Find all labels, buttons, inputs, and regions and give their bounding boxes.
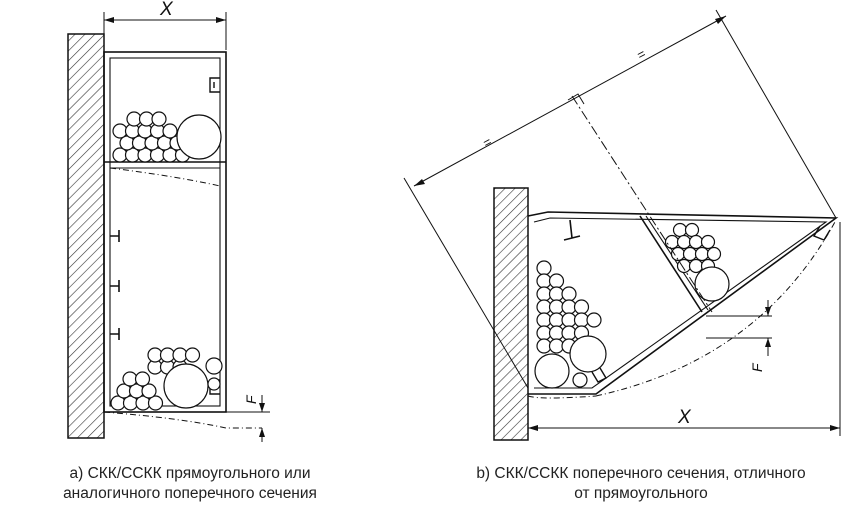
cable-circle xyxy=(176,114,222,160)
dimension-x-label-b: X xyxy=(677,407,692,428)
shelf-deflection-curve xyxy=(109,167,221,187)
clip-a-upper xyxy=(209,77,220,93)
dimension-x-a: X xyxy=(103,0,227,50)
cable-circle xyxy=(694,266,730,302)
cable-circle xyxy=(163,363,209,409)
cable-circle xyxy=(205,357,223,375)
cable-circle xyxy=(147,347,163,363)
cable-circle xyxy=(534,353,570,389)
cable-bundle-a-lower xyxy=(110,347,223,411)
cable-circle xyxy=(700,234,716,250)
cable-circle xyxy=(664,234,680,250)
cable-circle xyxy=(684,222,700,238)
cable-circle xyxy=(159,347,176,363)
dimension-x-label-a: X xyxy=(159,0,174,20)
caption-a-line2: аналогичного поперечного сечения xyxy=(63,485,317,502)
wall-b xyxy=(493,187,529,441)
equal-mark-1: = xyxy=(480,134,494,151)
caption-b-line1: b) СКК/ССКК поперечного сечения, отлично… xyxy=(476,465,806,482)
cable-circle xyxy=(172,347,188,363)
dimension-f-label-a: F xyxy=(243,394,259,404)
cable-circle xyxy=(573,299,590,315)
cable-circle xyxy=(207,377,221,391)
cable-circle xyxy=(162,123,178,139)
cable-circle xyxy=(676,258,692,274)
panel-b-nonrectangular-section: F X = = xyxy=(403,9,841,441)
cable-circle xyxy=(586,312,602,328)
cable-circle xyxy=(688,258,704,274)
cable-circle xyxy=(151,111,167,127)
cable-circle xyxy=(134,371,151,387)
cable-circle xyxy=(138,111,155,127)
cable-circle xyxy=(184,347,201,363)
inclined-dimension-b xyxy=(403,9,837,389)
panel-a-rectangular-section: X xyxy=(67,0,270,442)
cable-circle xyxy=(682,246,698,262)
dimension-f-label-b: F xyxy=(749,362,765,372)
caption-a-line1: a) СКК/ССКК прямоугольного или xyxy=(69,465,311,482)
tray-body-a xyxy=(103,51,227,413)
cable-circle xyxy=(561,286,577,302)
caption-b: b) СКК/ССКК поперечного сечения, отлично… xyxy=(420,464,862,504)
cable-circle xyxy=(569,335,607,373)
cable-circle xyxy=(126,111,142,127)
equal-mark-2: = xyxy=(634,46,648,63)
cable-circle xyxy=(688,234,704,250)
cable-bundle-b-lower xyxy=(534,260,607,389)
cable-circle xyxy=(572,372,588,388)
cable-circle xyxy=(147,395,164,411)
cable-circle xyxy=(548,273,565,289)
cable-bundle-b-upper xyxy=(664,222,730,302)
cable-circle xyxy=(672,222,688,238)
cable-circle xyxy=(676,234,692,250)
cable-circle xyxy=(141,383,157,399)
cable-circle xyxy=(122,371,138,387)
cable-bundle-a-upper xyxy=(112,111,222,163)
cable-circle xyxy=(706,246,722,262)
dimension-f-a xyxy=(103,395,270,442)
clip-b-lower xyxy=(591,367,607,383)
t-brackets-a xyxy=(110,230,120,340)
deflection-curves-b xyxy=(527,219,837,399)
caption-b-line2: от прямоугольного xyxy=(574,485,708,502)
cable-circle xyxy=(694,246,710,262)
cable-circle xyxy=(536,260,552,276)
caption-a: a) СКК/ССКК прямоугольного или аналогичн… xyxy=(0,464,380,504)
wall-a xyxy=(67,33,105,439)
cable-circle xyxy=(670,246,686,262)
dimension-x-b xyxy=(527,222,841,436)
t-bracket-b xyxy=(563,219,581,241)
dimension-f-b xyxy=(706,300,772,356)
